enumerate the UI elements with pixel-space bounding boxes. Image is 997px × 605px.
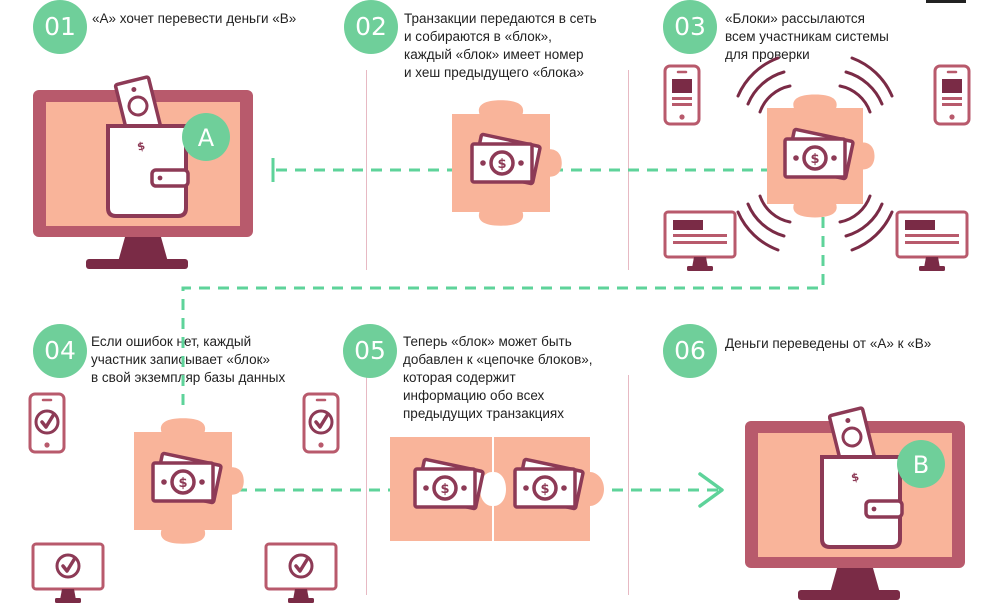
desktop-monitor-icon <box>31 542 105 605</box>
divider-3 <box>366 375 367 595</box>
wallet-note-symbol-a: $ <box>136 139 147 153</box>
chain-block-1-symbol: $ <box>440 482 449 497</box>
sender-label: A <box>198 124 215 152</box>
desktop-monitor-icon <box>895 210 969 273</box>
step-4-number: 04 <box>33 324 87 378</box>
sender-monitor: $ A <box>33 74 253 269</box>
wallet-note-symbol-b: $ <box>850 470 861 484</box>
step-1-text: «А» хочет перевести деньги «В» <box>92 11 297 26</box>
transaction-block: $ <box>452 100 562 226</box>
smartphone-icon <box>302 392 340 454</box>
step-3-text: «Блоки» рассылаются всем участникам сист… <box>725 11 889 62</box>
block-2-symbol: $ <box>497 157 506 172</box>
smartphone-icon <box>28 392 66 454</box>
desktop-monitor-icon <box>264 542 338 605</box>
step-6-text: Деньги переведены от «А» к «В» <box>725 336 932 351</box>
block-chain: $ $ <box>390 437 604 541</box>
broadcast-cluster: $ <box>663 56 971 273</box>
step-3-number: 03 <box>663 0 717 54</box>
step-5-number: 05 <box>343 324 397 378</box>
broadcast-waves-icon <box>736 56 894 252</box>
step-6-number: 06 <box>663 324 717 378</box>
receiver-label: B <box>913 451 929 479</box>
step-5-text: Теперь «блок» может быть добавлен к «цеп… <box>403 334 593 421</box>
receiver-monitor: $ B <box>745 405 965 600</box>
corner-mark <box>926 0 966 3</box>
arrow-right-icon <box>698 472 724 508</box>
flow-connector-lines <box>181 168 825 492</box>
block-4-symbol: $ <box>178 476 187 491</box>
smartphone-icon <box>663 64 701 126</box>
divider-1 <box>366 70 367 270</box>
verification-cluster: $ <box>28 392 340 605</box>
step-2-number: 02 <box>344 0 398 54</box>
step-1-number: 01 <box>33 0 87 54</box>
desktop-monitor-icon <box>663 210 737 273</box>
divider-4 <box>628 375 629 595</box>
block-3-symbol: $ <box>810 152 819 167</box>
chain-block-2-symbol: $ <box>540 482 549 497</box>
step-2-text: Транзакции передаются в сеть и собираютс… <box>404 11 597 80</box>
step-4-text: Если ошибок нет, каждый участник записыв… <box>91 334 286 385</box>
smartphone-icon <box>933 64 971 126</box>
